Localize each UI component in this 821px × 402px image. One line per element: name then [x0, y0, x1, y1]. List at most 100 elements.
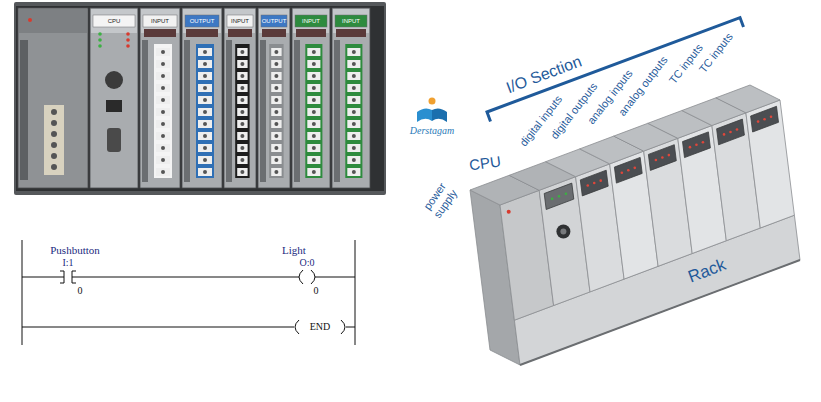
- module-top: [19, 9, 87, 33]
- status-led: [586, 184, 589, 187]
- terminal-screw: [161, 134, 165, 138]
- terminal-screw: [312, 110, 316, 114]
- terminal-screw: [198, 132, 212, 140]
- status-led: [633, 167, 636, 170]
- terminal-screw: [347, 96, 360, 104]
- part-label: Rack: [685, 255, 728, 287]
- terminal-screw: [51, 142, 57, 148]
- address: I:1: [62, 257, 73, 269]
- status-led: [621, 171, 624, 174]
- terminal-screw: [161, 158, 165, 162]
- module-door: [20, 40, 28, 180]
- terminal-screw: [312, 62, 316, 66]
- terminal-block: [44, 105, 64, 175]
- module-tag: [261, 15, 287, 27]
- terminal-screw: [240, 134, 244, 138]
- status-led-panel: [228, 29, 252, 37]
- terminal-screw: [198, 84, 212, 92]
- terminal-screw: [347, 132, 360, 140]
- terminal-screw: [274, 158, 278, 162]
- terminal-screw: [271, 168, 281, 176]
- status-led: [98, 38, 102, 42]
- status-led: [770, 115, 773, 118]
- end-instruction: END: [310, 321, 331, 333]
- terminal-screw: [203, 146, 207, 150]
- terminal-screw: [307, 72, 320, 80]
- terminal-screw: [203, 62, 207, 66]
- terminal-screw: [156, 108, 170, 116]
- terminal-block: [196, 44, 214, 178]
- status-led-panel: [186, 29, 218, 37]
- module-tag: [185, 15, 219, 27]
- terminal-screw: [51, 109, 57, 115]
- bit-number: 0: [78, 285, 83, 297]
- module-tag-text: INPUT: [342, 18, 360, 25]
- terminal-screw: [312, 50, 316, 54]
- terminal-screw: [352, 146, 356, 150]
- key-switch: [556, 224, 570, 238]
- terminal-screw: [237, 168, 247, 176]
- terminal-screw: [271, 144, 281, 152]
- module-front: [746, 100, 795, 228]
- terminal-screw: [198, 60, 212, 68]
- terminal-screw: [352, 134, 356, 138]
- serial-port: [107, 128, 121, 152]
- terminal-screw: [312, 86, 316, 90]
- rung-wire: [22, 327, 294, 328]
- terminal-screw: [307, 48, 320, 56]
- module-body: [18, 8, 88, 188]
- watermark: Derstagam: [410, 125, 454, 137]
- status-led: [668, 154, 671, 157]
- terminal-screw: [161, 146, 165, 150]
- terminal-screw: [156, 72, 170, 80]
- coil-symbol: [299, 270, 303, 284]
- module-tag: [227, 15, 253, 27]
- led-panel: [751, 106, 779, 132]
- terminal-screw: [161, 110, 165, 114]
- module-tag: [143, 15, 177, 27]
- terminal-screw: [237, 60, 247, 68]
- terminal-screw: [161, 98, 165, 102]
- terminal-screw: [271, 96, 281, 104]
- terminal-screw: [203, 110, 207, 114]
- terminal-screw: [240, 110, 244, 114]
- section-title: I/O Section: [504, 52, 585, 97]
- module-door: [334, 40, 340, 182]
- status-led: [98, 32, 102, 36]
- left-rail: [22, 240, 23, 345]
- contact-symbol: [60, 271, 64, 283]
- terminal-screw: [240, 98, 244, 102]
- status-led: [627, 169, 630, 172]
- terminal-screw: [271, 108, 281, 116]
- module-tag-text: OUTPUT: [190, 18, 215, 25]
- tag-name: Light: [282, 244, 306, 257]
- terminal-screw: [312, 74, 316, 78]
- status-led: [593, 182, 596, 185]
- terminal-screw: [237, 108, 247, 116]
- status-led: [723, 133, 726, 136]
- terminal-screw: [347, 84, 360, 92]
- terminal-screw: [352, 50, 356, 54]
- module-tag-text: INPUT: [151, 18, 169, 25]
- terminal-screw: [307, 132, 320, 140]
- terminal-screw: [240, 122, 244, 126]
- status-led: [599, 179, 602, 182]
- status-led: [507, 210, 511, 214]
- terminal-screw: [347, 48, 360, 56]
- terminal-screw: [271, 156, 281, 164]
- terminal-screw: [352, 74, 356, 78]
- terminal-screw: [347, 168, 360, 176]
- terminal-screw: [237, 156, 247, 164]
- terminal-screw: [51, 131, 57, 137]
- terminal-screw: [274, 86, 278, 90]
- logo-icon: [417, 98, 447, 123]
- right-rail: [355, 240, 356, 345]
- module-body: [90, 8, 138, 188]
- module-body: [292, 8, 330, 188]
- terminal-screw: [307, 120, 320, 128]
- terminal-screw: [237, 72, 247, 80]
- module-tag-text: OUTPUT: [262, 18, 287, 25]
- module-body: [140, 8, 180, 188]
- terminal-screw: [161, 62, 165, 66]
